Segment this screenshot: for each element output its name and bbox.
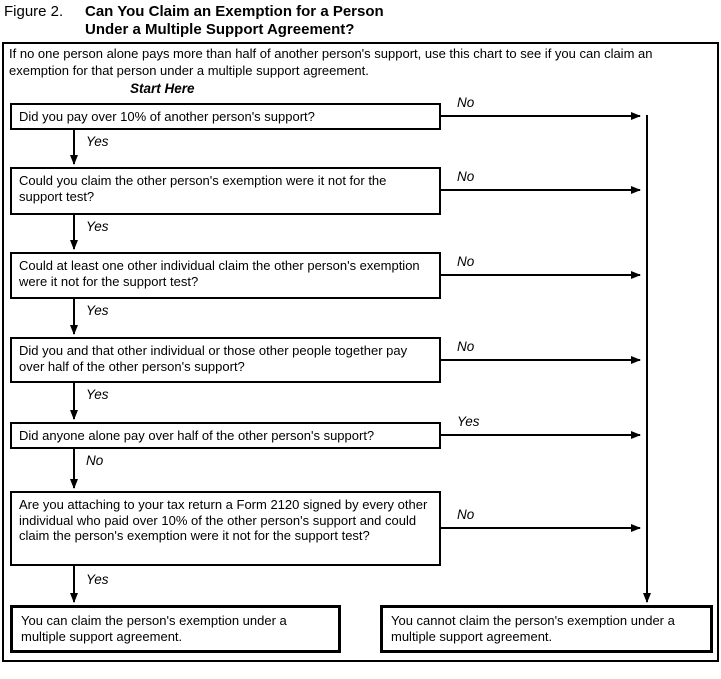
edge-label-q3-no: No [457,254,475,269]
figure-title: Can You Claim an Exemption for a Person … [85,3,384,39]
figure-label: Figure 2. [4,3,64,20]
edge-label-q4-yes: Yes [86,387,109,402]
edge-label-q3-yes: Yes [86,303,109,318]
edge-label-q4-no: No [457,339,475,354]
intro-text: If no one person alone pays more than ha… [9,46,653,78]
edge-label-q2-no: No [457,169,475,184]
edge-label-q5-no: No [86,453,104,468]
edge-label-q5-yes: Yes [457,414,480,429]
question-box-1: Did you pay over 10% of another person's… [10,103,441,130]
question-box-2: Could you claim the other person's exemp… [10,167,441,215]
edge-label-q2-yes: Yes [86,219,109,234]
result-cannot-claim: You cannot claim the person's exemption … [380,605,713,653]
question-box-4: Did you and that other individual or tho… [10,337,441,383]
figure-title-line2: Under a Multiple Support Agreement? [85,21,355,38]
result-can-claim: You can claim the person's exemption und… [10,605,341,653]
figure-title-line1: Can You Claim an Exemption for a Person [85,3,384,20]
edge-label-q1-no: No [457,95,475,110]
edge-label-q6-yes: Yes [86,572,109,587]
question-box-6: Are you attaching to your tax return a F… [10,491,441,566]
start-here-label: Start Here [130,81,195,96]
edge-label-q6-no: No [457,507,475,522]
edge-label-q1-yes: Yes [86,134,109,149]
flowchart-border [2,42,719,662]
question-box-3: Could at least one other individual clai… [10,252,441,299]
question-box-5: Did anyone alone pay over half of the ot… [10,422,441,449]
